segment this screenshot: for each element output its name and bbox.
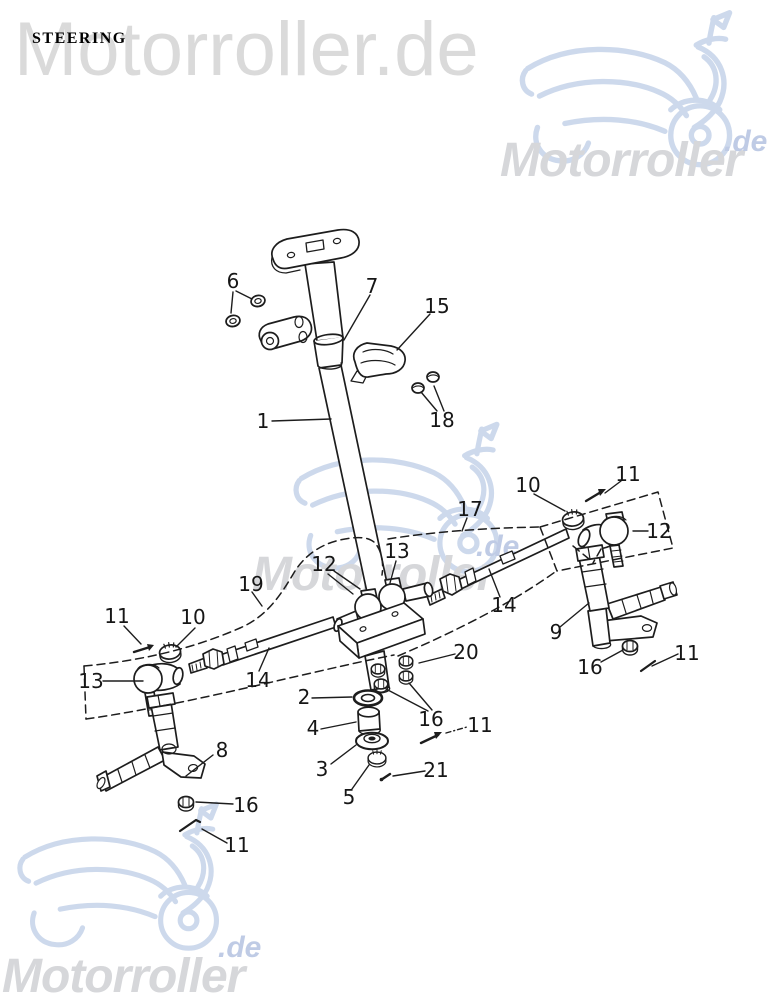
part-callout-16: 16 [577,655,603,679]
dashed-group-boundaries [83,491,674,720]
part-callout-14: 14 [245,668,271,692]
cotter-pin-part-11-bottom-right [639,659,657,673]
nut-part-16-right [621,639,639,656]
part-callout-5: 5 [342,785,356,809]
part-callout-10: 10 [515,473,541,497]
part-callout-13: 13 [384,539,410,563]
tie-rod-end-part-12-right [577,511,629,568]
part-callout-11: 11 [467,713,493,737]
part-callout-14: 14 [491,593,517,617]
cotter-pin-part-11-top-right [584,489,606,503]
bushing-part-4 [357,706,381,736]
part-callout-16: 16 [233,793,259,817]
part-callout-11: 11 [224,833,250,857]
part-callout-19: 19 [238,572,264,596]
washer-part-2 [352,689,384,707]
part-callout-1: 1 [256,409,270,433]
watermark-logo-text-bottom-left: Motorroller [2,950,245,998]
page-title: STEERING [32,30,127,47]
part-callout-18: 18 [429,408,455,432]
part-callout-10: 10 [180,605,206,629]
watermark-logo-suffix-bottom-left: .de [218,931,262,964]
nut-part-16-left [177,795,195,812]
steering-knuckle-part-8 [96,692,206,792]
part-callout-20: 20 [453,640,479,664]
lower-bracket [337,602,426,694]
part-callout-4: 4 [306,716,320,740]
cotter-pin-part-11-left [132,644,154,654]
part-callout-15: 15 [424,294,450,318]
watermark-top-text: Motorroller.de [14,7,479,92]
tie-rod-left-part-14 [188,616,337,674]
part-callout-11: 11 [674,641,700,665]
part-callout-12: 12 [646,519,672,543]
part-callout-3: 3 [315,757,329,781]
part-callout-16: 16 [418,707,444,731]
washer-part-3 [355,731,389,751]
handlebar-clamp-half [258,315,313,351]
watermark-logo-text-top-right: Motorroller [500,134,743,187]
part-callout-17: 17 [457,497,483,521]
tie-rod-right-part-14 [426,528,570,606]
callout-leader-lines [102,290,679,844]
part-callout-12: 12 [311,552,337,576]
steering-knuckle-part-9 [575,544,678,650]
watermark-logo-suffix-top-right: .de [724,125,768,158]
part-callout-2: 2 [297,685,311,709]
column-collar-part-7 [313,333,344,370]
part-callout-13: 13 [78,669,104,693]
cotter-pin-part-11-center [419,732,442,745]
nut-part-5 [367,749,387,768]
part-callout-6: 6 [226,269,240,293]
part-callout-8: 8 [215,738,229,762]
part-callout-11: 11 [615,462,641,486]
steering-column-part-1 [270,228,396,626]
part-callout-21: 21 [423,758,449,782]
part-callout-7: 7 [365,274,379,298]
clamp-bracket-part-15 [350,342,406,384]
part-callout-11: 11 [104,604,130,628]
cotter-pin-part-11-bottom [178,818,202,833]
part-callout-9: 9 [549,620,563,644]
pin-part-21 [379,772,392,782]
